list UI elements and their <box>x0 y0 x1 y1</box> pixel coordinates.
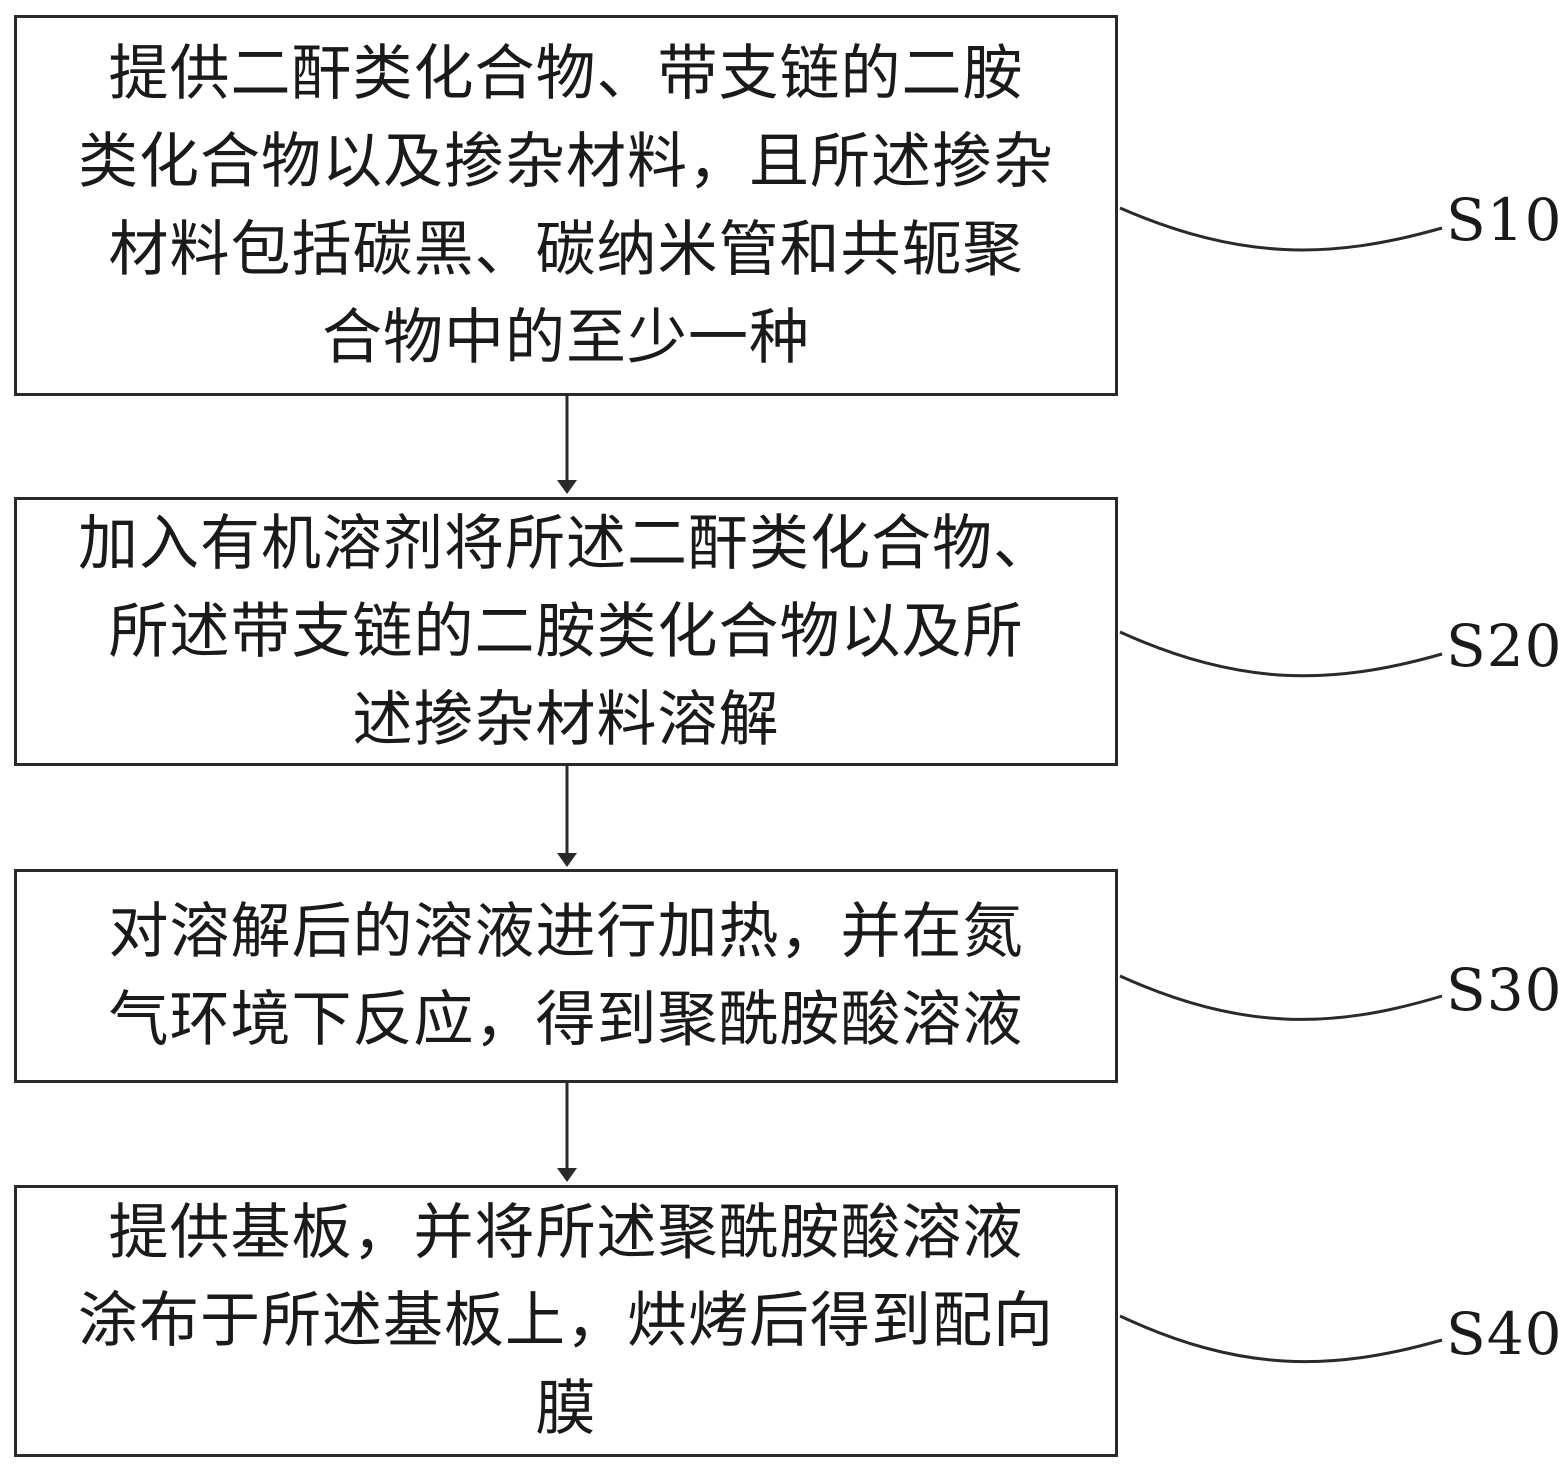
leader-line-s40 <box>1119 1314 1443 1364</box>
step-line: 所述带支链的二胺类化合物以及所 <box>108 596 1024 667</box>
leader-line-s20 <box>1119 630 1443 678</box>
step-label-s30: S30 <box>1446 956 1563 1024</box>
step-line: 加入有机溶剂将所述二酐类化合物、 <box>78 508 1054 579</box>
step-line: 类化合物以及掺杂材料，且所述掺杂 <box>78 126 1054 197</box>
step-label-s10: S10 <box>1446 186 1563 254</box>
step-label-s20: S20 <box>1446 612 1563 680</box>
step-box-s20: 加入有机溶剂将所述二酐类化合物、 所述带支链的二胺类化合物以及所 述掺杂材料溶解 <box>14 497 1118 766</box>
step-line: 材料包括碳黑、碳纳米管和共轭聚 <box>108 214 1024 285</box>
step-line: 涂布于所述基板上，烘烤后得到配向 <box>78 1286 1054 1356</box>
step-line: 合物中的至少一种 <box>322 302 810 373</box>
step-box-s40: 提供基板，并将所述聚酰胺酸溶液 涂布于所述基板上，烘烤后得到配向 膜 <box>14 1185 1118 1457</box>
step-text-s20: 加入有机溶剂将所述二酐类化合物、 所述带支链的二胺类化合物以及所 述掺杂材料溶解 <box>78 500 1054 764</box>
leader-line-s30 <box>1119 974 1443 1021</box>
step-line: 对溶解后的溶液进行加热，并在氮 <box>108 897 1024 967</box>
step-text-s30: 对溶解后的溶液进行加热，并在氮 气环境下反应，得到聚酰胺酸溶液 <box>109 888 1024 1064</box>
step-text-s10: 提供二酐类化合物、带支链的二胺 类化合物以及掺杂材料，且所述掺杂 材料包括碳黑、… <box>78 30 1054 382</box>
step-box-s30: 对溶解后的溶液进行加热，并在氮 气环境下反应，得到聚酰胺酸溶液 <box>14 869 1118 1083</box>
step-line: 提供二酐类化合物、带支链的二胺 <box>108 38 1024 109</box>
step-line: 气环境下反应，得到聚酰胺酸溶液 <box>108 985 1024 1055</box>
leader-line-s10 <box>1119 206 1443 252</box>
step-label-s40: S40 <box>1446 1300 1563 1368</box>
step-text-s40: 提供基板，并将所述聚酰胺酸溶液 涂布于所述基板上，烘烤后得到配向 膜 <box>78 1189 1054 1453</box>
step-line: 述掺杂材料溶解 <box>352 684 780 755</box>
step-box-s10: 提供二酐类化合物、带支链的二胺 类化合物以及掺杂材料，且所述掺杂 材料包括碳黑、… <box>14 15 1118 396</box>
step-line: 膜 <box>535 1374 597 1444</box>
step-line: 提供基板，并将所述聚酰胺酸溶液 <box>108 1198 1024 1268</box>
